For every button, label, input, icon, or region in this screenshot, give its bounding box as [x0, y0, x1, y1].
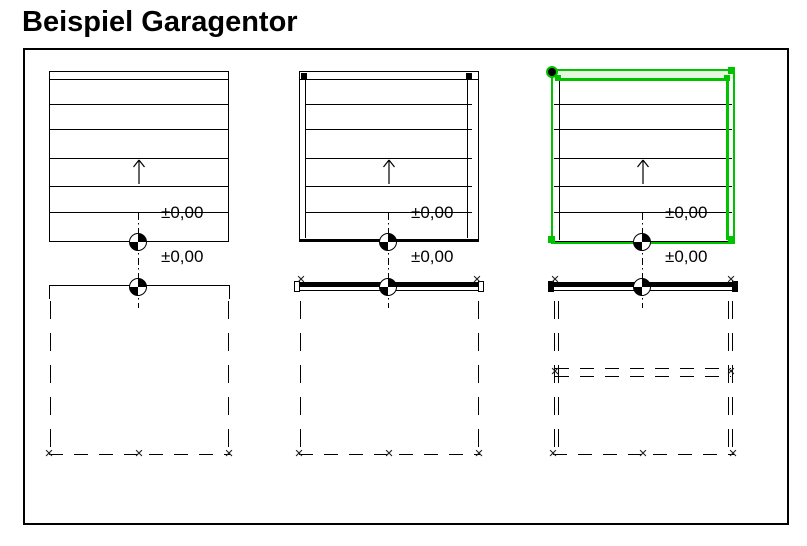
- datum-centerline: [388, 213, 389, 308]
- track-block-icon: [466, 73, 472, 79]
- plan-mid-dashed-line: [555, 376, 731, 377]
- x-mark-icon: ×: [726, 363, 736, 380]
- arrow-up-icon: [383, 159, 395, 184]
- door-slat-line: [50, 104, 228, 105]
- lintel-end-cap: [294, 281, 300, 292]
- selection-handle[interactable]: [728, 67, 735, 74]
- x-mark-icon: ×: [294, 445, 304, 462]
- drawing-garage-door-variant-1[interactable]: ±0,00 ±0,00 × × ×: [45, 66, 233, 474]
- selection-handle-vertex[interactable]: [546, 66, 558, 78]
- arrow-up-icon: [637, 159, 649, 184]
- plan-wall-dashed-right-inner: [728, 301, 729, 449]
- plan-wall-dashed-left-inner: [558, 301, 559, 449]
- datum-point-icon[interactable]: [379, 233, 397, 251]
- level-annotation-bottom: ±0,00: [665, 247, 708, 266]
- door-panel-outline[interactable]: [553, 71, 733, 242]
- selected-top-rail-green[interactable]: [556, 78, 730, 81]
- door-slat-line: [554, 158, 732, 159]
- plan-wall-dashed-left: [300, 301, 301, 449]
- door-top-rail-line: [300, 79, 478, 80]
- selected-frame-line-right: [726, 78, 729, 240]
- level-annotation-top: ±0,00: [161, 203, 204, 222]
- selection-handle[interactable]: [724, 75, 730, 81]
- x-mark-icon: ×: [384, 445, 394, 462]
- door-frame-line-left: [559, 78, 560, 240]
- drawing-garage-door-variant-3-selected[interactable]: ±0,00 ±0,00 × × × × × × ×: [546, 66, 738, 474]
- x-mark-icon: ×: [728, 445, 738, 462]
- x-mark-icon: ×: [44, 445, 54, 462]
- plan-back-dashed-line: [553, 454, 734, 455]
- level-annotation-bottom: ±0,00: [411, 247, 454, 266]
- plan-mid-dashed-line: [555, 368, 731, 369]
- lintel-end-cap: [548, 281, 554, 292]
- level-annotation-bottom: ±0,00: [161, 247, 204, 266]
- x-mark-icon: ×: [474, 445, 484, 462]
- plan-wall-dashed-right: [228, 301, 229, 449]
- datum-centerline: [138, 213, 139, 308]
- door-slat-line: [50, 129, 228, 130]
- level-annotation-top: ±0,00: [411, 203, 454, 222]
- plan-wall-dashed-right: [478, 301, 479, 449]
- door-top-rail-line: [50, 79, 228, 80]
- plan-wall-dashed-left-outer: [554, 301, 555, 449]
- selection-highlight-band: [553, 71, 733, 79]
- door-slat-line: [305, 186, 472, 187]
- x-mark-icon: ×: [296, 271, 306, 288]
- door-slat-line: [554, 212, 732, 213]
- page-title: Beispiel Garagentor: [22, 6, 298, 38]
- datum-point-icon[interactable]: [129, 233, 147, 251]
- plan-back-dashed-line: [49, 454, 230, 455]
- track-block-icon: [301, 73, 307, 79]
- plan-back-dashed-line: [299, 454, 480, 455]
- x-mark-icon: ×: [134, 445, 144, 462]
- selection-handle[interactable]: [728, 236, 735, 243]
- selection-handle[interactable]: [555, 75, 561, 81]
- datum-point-icon[interactable]: [633, 233, 651, 251]
- x-mark-icon: ×: [550, 271, 560, 288]
- door-slat-line: [50, 158, 228, 159]
- datum-point-icon[interactable]: [379, 278, 397, 296]
- x-mark-icon: ×: [550, 363, 560, 380]
- datum-point-icon[interactable]: [633, 278, 651, 296]
- selection-handle[interactable]: [548, 236, 555, 243]
- drawing-garage-door-variant-2[interactable]: ±0,00 ±0,00 × × × × ×: [294, 66, 484, 474]
- x-mark-icon: ×: [472, 271, 482, 288]
- plan-end-tick: [49, 285, 50, 299]
- x-mark-icon: ×: [638, 445, 648, 462]
- door-slat-line: [554, 129, 732, 130]
- door-slat-line: [305, 158, 472, 159]
- x-mark-icon: ×: [726, 271, 736, 288]
- plan-wall-dashed-left: [50, 301, 51, 449]
- door-slat-line: [305, 212, 472, 213]
- x-mark-icon: ×: [548, 445, 558, 462]
- door-slat-line: [554, 104, 732, 105]
- arrow-up-icon: [133, 159, 145, 184]
- door-panel-outline[interactable]: [49, 71, 229, 242]
- datum-centerline: [642, 213, 643, 308]
- door-slat-line: [50, 186, 228, 187]
- door-slat-line: [50, 212, 228, 213]
- x-mark-icon: ×: [224, 445, 234, 462]
- door-slat-line: [305, 129, 472, 130]
- level-annotation-top: ±0,00: [665, 203, 708, 222]
- door-slat-line: [305, 104, 472, 105]
- door-slat-line: [554, 186, 732, 187]
- plan-wall-dashed-right-outer: [732, 301, 733, 449]
- lintel-end-cap: [732, 281, 738, 292]
- plan-end-tick: [229, 285, 230, 299]
- lintel-end-cap: [478, 281, 484, 292]
- datum-point-icon[interactable]: [129, 278, 147, 296]
